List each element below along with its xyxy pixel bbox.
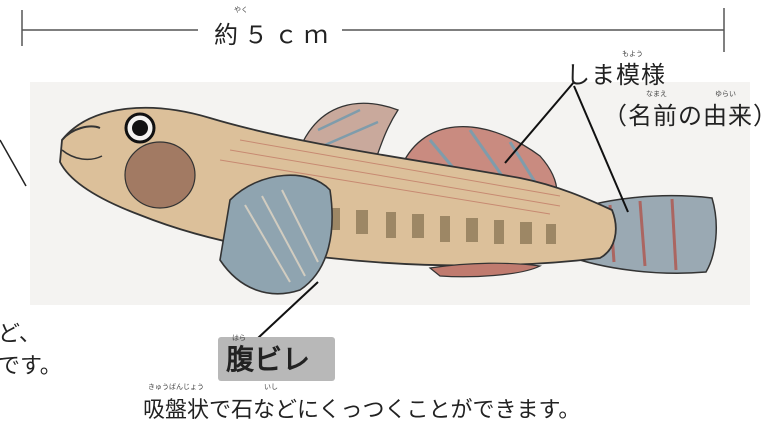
stripe-origin-label: （名前の由来） — [603, 96, 778, 131]
left-pointer-line — [0, 140, 26, 186]
pelvic-fin-label: 腹ビレ — [226, 338, 310, 378]
fish-body — [60, 103, 716, 293]
pelvic-caption: 吸盤状で石などにくっつくことができます。 — [143, 392, 580, 424]
left-fragment-line2: です。 — [0, 348, 62, 380]
caption-furigana-kyuubanjou: きゅうばんじょう — [148, 382, 204, 392]
measurement-bracket — [22, 8, 724, 52]
left-fragment-line1: ど、 — [0, 316, 41, 348]
stripe-label: しま模様 — [566, 55, 666, 90]
caption-furigana-ishi: いし — [264, 382, 278, 392]
measure-label: 約５ｃｍ — [214, 15, 334, 50]
measure-furigana: やく — [234, 5, 248, 15]
